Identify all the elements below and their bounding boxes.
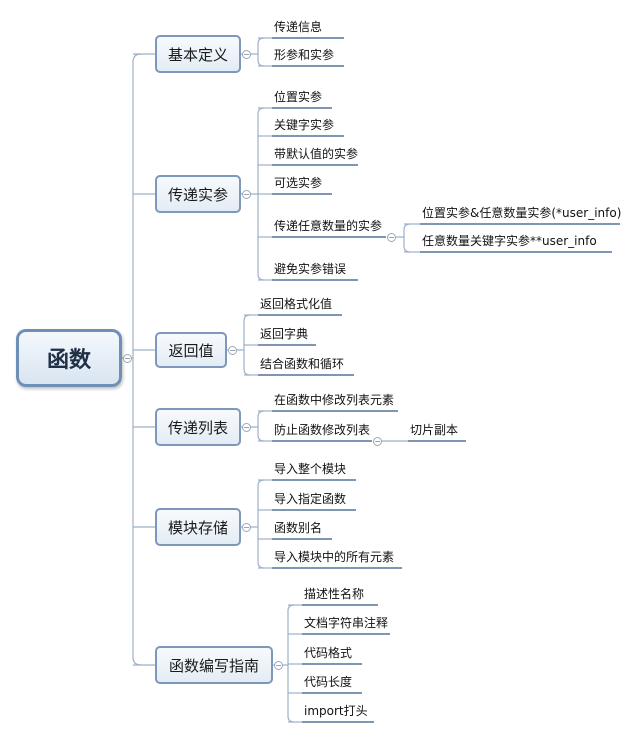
leaf-spine	[257, 479, 265, 569]
branch-topic[interactable]: 传递列表	[155, 408, 241, 446]
leaf-topic-underline	[272, 279, 358, 281]
leaf-topic-underline	[272, 509, 356, 511]
leaf-topic[interactable]: 导入整个模块	[274, 462, 347, 476]
leaf-topic[interactable]: import打头	[304, 704, 368, 718]
leaf-collapse-toggle[interactable]: −	[387, 233, 396, 242]
leaf-topic[interactable]: 导入模块中的所有元素	[274, 550, 395, 564]
leaf-topic-underline	[272, 65, 344, 67]
branch-collapse-toggle[interactable]: −	[242, 523, 251, 532]
leaf-topic[interactable]: 返回字典	[260, 327, 309, 341]
branch-collapse-toggle[interactable]: −	[274, 661, 283, 670]
branch-topic[interactable]: 基本定义	[155, 35, 241, 73]
branch-collapse-toggle[interactable]: −	[242, 423, 251, 432]
leaf-topic-underline	[302, 633, 390, 635]
branch-topic[interactable]: 模块存储	[155, 508, 241, 546]
leaf-topic-underline	[272, 107, 332, 109]
branch-collapse-toggle[interactable]: −	[228, 346, 237, 355]
leaf-topic[interactable]: 传递信息	[274, 20, 323, 34]
branch-collapse-toggle[interactable]: −	[242, 190, 251, 199]
sub-topic[interactable]: 切片副本	[410, 423, 459, 437]
branch-collapse-toggle[interactable]: −	[242, 50, 251, 59]
leaf-topic[interactable]: 带默认值的实参	[274, 147, 359, 161]
leaf-topic-underline	[272, 37, 344, 39]
leaf-topic-underline	[272, 135, 344, 137]
leaf-topic-underline	[272, 193, 332, 195]
branch-topic[interactable]: 返回值	[155, 332, 227, 368]
leaf-topic-underline	[302, 604, 378, 606]
leaf-collapse-toggle[interactable]: −	[373, 437, 382, 446]
leaf-topic-underline	[302, 721, 374, 723]
sub-topic[interactable]: 任意数量关键字实参**user_info	[422, 234, 597, 248]
sub-spine	[403, 223, 411, 253]
trunk-line	[132, 53, 142, 666]
leaf-topic-underline	[272, 479, 356, 481]
leaf-topic[interactable]: 结合函数和循环	[260, 357, 345, 371]
branch-topic[interactable]: 函数编写指南	[155, 646, 273, 684]
root-topic[interactable]: 函数	[16, 329, 122, 387]
sub-topic[interactable]: 位置实参&任意数量实参(*user_info)	[422, 206, 622, 220]
leaf-topic-underline	[272, 164, 358, 166]
leaf-topic-underline	[258, 374, 354, 376]
sub-topic-underline	[420, 251, 612, 253]
leaf-spine	[257, 410, 265, 442]
leaf-topic[interactable]: 形参和实参	[274, 48, 335, 62]
branch-topic[interactable]: 传递实参	[155, 175, 241, 213]
leaf-topic[interactable]: 传递任意数量的实参	[274, 219, 383, 233]
leaf-spine	[257, 37, 265, 67]
leaf-topic-underline	[302, 663, 362, 665]
leaf-topic-underline	[302, 692, 362, 694]
sub-topic-underline	[408, 440, 466, 442]
leaf-topic[interactable]: 关键字实参	[274, 118, 335, 132]
leaf-topic[interactable]: 在函数中修改列表元素	[274, 393, 395, 407]
leaf-topic[interactable]: 描述性名称	[304, 587, 365, 601]
root-collapse-toggle[interactable]: −	[123, 354, 132, 363]
leaf-topic[interactable]: 文档字符串注释	[304, 616, 389, 630]
leaf-topic[interactable]: 返回格式化值	[260, 297, 333, 311]
leaf-topic-underline	[272, 567, 402, 569]
leaf-topic[interactable]: 导入指定函数	[274, 492, 347, 506]
leaf-topic[interactable]: 防止函数修改列表	[274, 423, 371, 437]
leaf-topic[interactable]: 代码格式	[304, 646, 353, 660]
leaf-topic[interactable]: 位置实参	[274, 90, 323, 104]
leaf-topic-underline	[272, 410, 398, 412]
leaf-topic[interactable]: 函数别名	[274, 521, 323, 535]
leaf-topic-underline	[272, 236, 386, 238]
leaf-topic-underline	[272, 440, 372, 442]
leaf-topic-underline	[272, 538, 332, 540]
leaf-topic-underline	[258, 314, 342, 316]
leaf-topic[interactable]: 代码长度	[304, 675, 353, 689]
leaf-topic[interactable]: 避免实参错误	[274, 262, 347, 276]
leaf-topic[interactable]: 可选实参	[274, 176, 323, 190]
leaf-topic-underline	[258, 344, 316, 346]
sub-topic-underline	[420, 223, 620, 225]
